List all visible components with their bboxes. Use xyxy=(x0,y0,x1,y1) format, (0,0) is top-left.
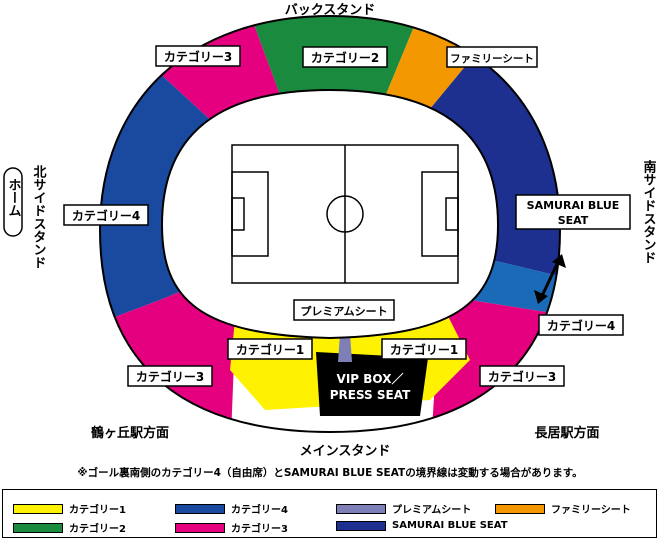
legend-item-premium: プレミアムシート xyxy=(336,501,471,516)
legend-swatch xyxy=(175,503,225,514)
label-box-category2: カテゴリー2 xyxy=(302,46,388,68)
main-stand-label: メインスタンド xyxy=(300,444,391,459)
label-box-category4-north: カテゴリー4 xyxy=(63,204,149,226)
section-premium[interactable] xyxy=(338,334,352,362)
legend-item-category2: カテゴリー2 xyxy=(13,520,126,535)
pitch xyxy=(231,144,459,284)
label-box-category3-main-right: カテゴリー3 xyxy=(479,365,565,387)
vip-label-line2: PRESS SEAT xyxy=(330,388,411,402)
label-box-category1-right: カテゴリー1 xyxy=(381,338,467,360)
legend-item-category1: カテゴリー1 xyxy=(13,501,126,516)
back-stand-label: バックスタンド xyxy=(285,3,376,18)
legend-swatch xyxy=(13,503,63,514)
svg-text:カテゴリー2: カテゴリー2 xyxy=(311,50,379,65)
section-vip-press[interactable] xyxy=(316,352,428,416)
south-stand-label: 南サイドスタンド xyxy=(641,159,657,264)
svg-text:ファミリーシート: ファミリーシート xyxy=(450,53,534,65)
svg-text:カテゴリー3: カテゴリー3 xyxy=(488,369,556,384)
stadium-map: バックスタンド メインスタンド 北サイドスタンド 南サイドスタンド ホーム 鶴ヶ… xyxy=(0,0,660,462)
home-badge xyxy=(3,167,23,237)
boundary-arrow-icon xyxy=(534,254,566,304)
field-area xyxy=(160,88,500,340)
legend-swatch xyxy=(175,522,225,533)
legend-item-category4: カテゴリー4 xyxy=(175,501,288,516)
label-box-category1-left: カテゴリー1 xyxy=(227,338,313,360)
direction-left: 鶴ヶ丘駅方面 xyxy=(91,425,169,441)
svg-text:カテゴリー1: カテゴリー1 xyxy=(236,342,304,357)
label-box-category3-back: カテゴリー3 xyxy=(155,45,241,67)
label-box-family: ファミリーシート xyxy=(446,46,538,68)
label-box-premium: プレミアムシート xyxy=(293,299,395,321)
legend-swatch xyxy=(13,522,63,533)
svg-text:カテゴリー3: カテゴリー3 xyxy=(164,49,232,64)
boundary-note: ※ゴール裏南側のカテゴリー4（自由席）とSAMURAI BLUE SEATの境界… xyxy=(77,467,583,479)
legend-swatch xyxy=(336,503,386,514)
section-category3-main-right[interactable] xyxy=(330,230,660,462)
direction-right: 長居駅方面 xyxy=(534,425,599,441)
north-stand-label: 北サイドスタンド xyxy=(31,165,47,269)
legend-item-category3: カテゴリー3 xyxy=(175,520,288,535)
main-stand-lower-band xyxy=(255,415,430,432)
svg-text:SAMURAI BLUE: SAMURAI BLUE xyxy=(527,199,620,212)
svg-text:カテゴリー4: カテゴリー4 xyxy=(547,318,615,333)
legend-swatch xyxy=(336,520,386,531)
svg-text:SEAT: SEAT xyxy=(558,214,589,227)
label-box-category4-south: カテゴリー4 xyxy=(538,314,624,336)
svg-text:プレミアムシート: プレミアムシート xyxy=(300,304,387,318)
label-box-category3-main-left: カテゴリー3 xyxy=(127,365,213,387)
section-category4-north[interactable] xyxy=(0,0,330,360)
home-label: ホーム xyxy=(6,178,22,217)
legend-swatch xyxy=(495,503,545,514)
legend-item-samurai: SAMURAI BLUE SEAT xyxy=(336,520,508,531)
vip-label-line1: VIP BOX／ xyxy=(337,371,404,386)
legend: カテゴリー1 カテゴリー4 プレミアムシート ファミリーシート カテゴリー2 カ… xyxy=(2,489,657,538)
legend-item-family: ファミリーシート xyxy=(495,501,631,516)
label-box-samurai: SAMURAI BLUE SEAT xyxy=(515,194,631,230)
svg-text:カテゴリー1: カテゴリー1 xyxy=(390,342,458,357)
svg-text:カテゴリー3: カテゴリー3 xyxy=(136,369,204,384)
svg-text:カテゴリー4: カテゴリー4 xyxy=(72,208,140,223)
